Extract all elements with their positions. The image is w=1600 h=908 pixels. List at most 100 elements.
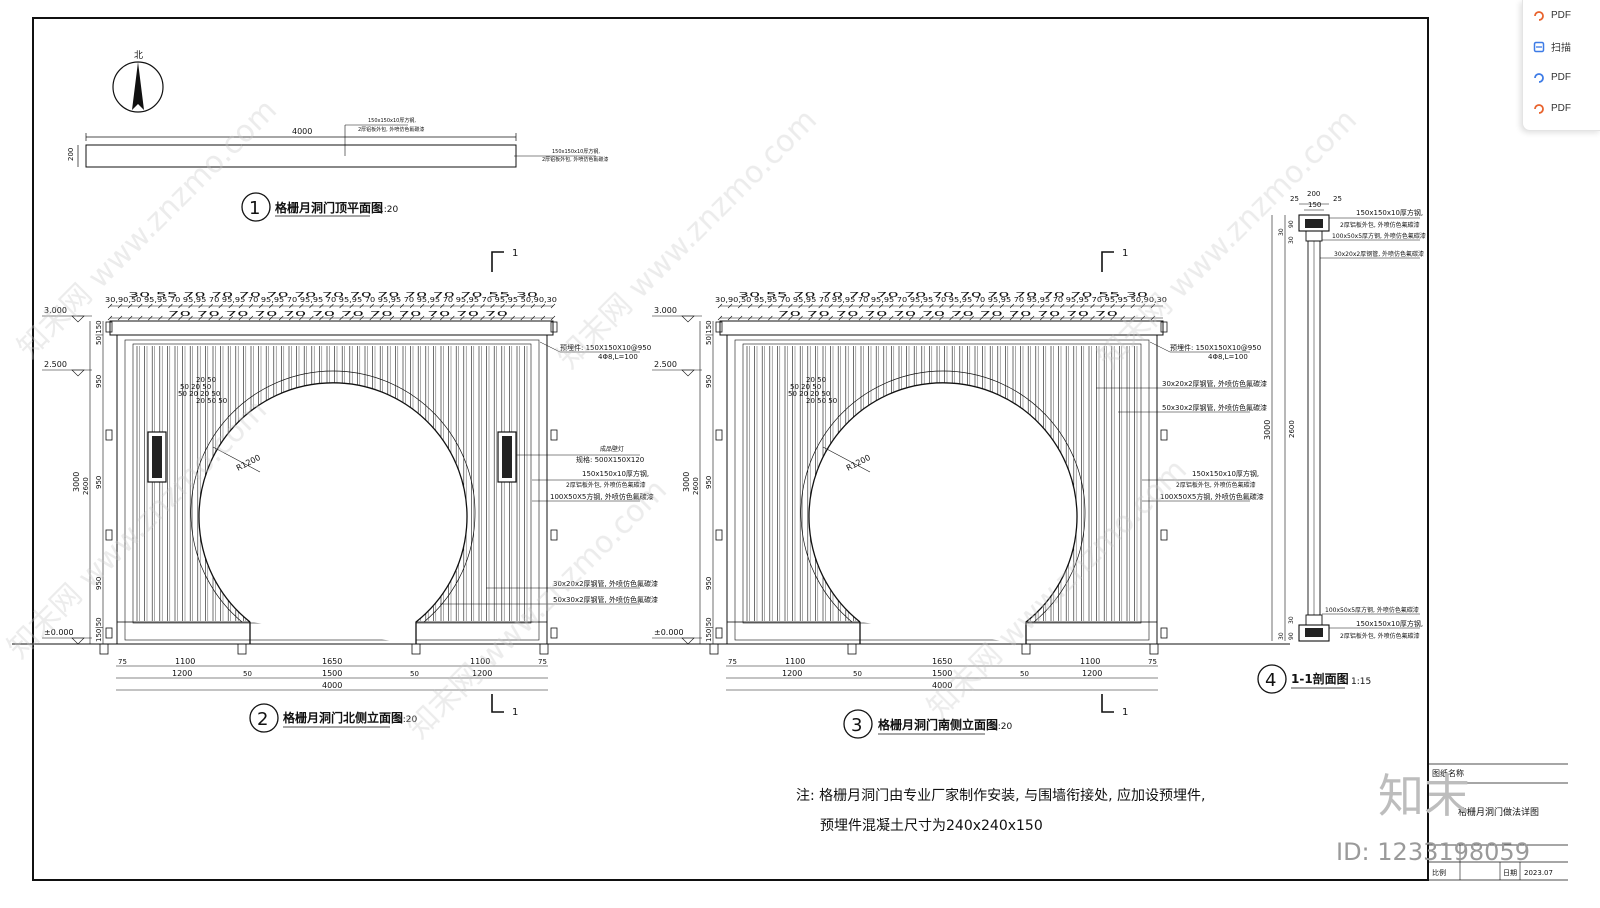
south-note-tube-2: 50x30x2厚钢管, 外喷仿色氟碳漆 <box>1162 403 1267 412</box>
dim-tick <box>1009 315 1015 321</box>
south-top-dims-1b: 30 55 70 70 70 70 70 70 70 70 70 70 70 5… <box>738 291 1148 299</box>
dim-tick <box>1110 315 1115 321</box>
side-item-pdf-2[interactable]: PDF <box>1523 62 1600 93</box>
dim-tick <box>949 315 954 321</box>
dim-tick <box>727 315 733 321</box>
dim-tick <box>258 303 264 309</box>
dim-tick <box>208 315 213 321</box>
dim-tick <box>717 303 723 309</box>
dim-tick <box>999 315 1005 321</box>
side-item-scan[interactable]: 扫描 <box>1523 31 1600 62</box>
dim-tick <box>888 315 894 321</box>
dim-tick <box>1130 303 1136 309</box>
south-left-dim-3: 2600 <box>692 477 700 495</box>
dim-tick <box>500 315 505 321</box>
pdf-tool-icon <box>1534 103 1544 114</box>
side-item-label: PDF <box>1551 10 1571 21</box>
dim-tick <box>1150 303 1156 309</box>
pdf-icon <box>1534 10 1544 21</box>
north-level-3000: 3.000 <box>44 306 67 315</box>
south-top-dims-2: 70 70 70 70 70 70 70 70 70 70 70 70 <box>778 310 1118 318</box>
dim-tick <box>107 315 113 321</box>
dim-tick <box>520 303 526 309</box>
north-bottom-dim-1650: 1650 <box>322 657 342 666</box>
south-note-steel-1: 150x150x10厚方钢, <box>1192 469 1259 478</box>
dim-tick <box>168 303 173 309</box>
south-bottom-dim-1200b: 1200 <box>1082 669 1102 678</box>
north-note-steel-2: 2厚铝板外包, 外喷仿色氟碳漆 <box>566 481 646 489</box>
dim-tick <box>848 303 854 309</box>
dim-tick <box>238 315 244 321</box>
section-scale: 1:15 <box>1351 677 1371 687</box>
north-arrow: 北 <box>112 50 164 113</box>
dim-tick <box>379 315 385 321</box>
plan-note-top-2: 2厚铝板外包, 外喷仿色氟碳漆 <box>358 126 424 133</box>
dim-tick <box>939 315 944 321</box>
north-left-dim-4: 950 <box>95 476 103 489</box>
north-level-marks: 3.000 2.500 ±0.000 <box>42 306 92 645</box>
north-left-dim-6: 150|50 <box>95 617 103 642</box>
title-block-label-name: 图纸名称 <box>1432 768 1464 778</box>
dim-tick <box>248 303 254 309</box>
north-arch-dim-1: 20 50 <box>196 376 216 384</box>
dim-tick <box>460 303 465 309</box>
dim-tick <box>550 315 556 321</box>
section-note-1: 150x150x10厚方钢, <box>1356 208 1423 217</box>
dim-tick <box>1120 315 1125 321</box>
dim-tick <box>460 315 465 321</box>
north-top-dims-1b: 30 55 70 70 70 70 70 70 70 70 70 70 70 5… <box>128 291 538 299</box>
dim-tick <box>959 303 964 309</box>
dim-tick <box>490 315 495 321</box>
dim-tick <box>218 315 223 321</box>
dim-tick <box>888 303 894 309</box>
side-item-pdf-1[interactable]: PDF <box>1523 0 1600 31</box>
south-left-dim-1: 50|150 <box>705 320 713 345</box>
dim-tick <box>808 315 813 321</box>
dim-tick <box>349 315 354 321</box>
south-bottom-dim-1100b: 1100 <box>1080 657 1100 666</box>
north-top-dims-2: 70 70 70 70 70 70 70 70 70 70 70 70 <box>168 310 508 318</box>
dim-tick <box>1140 303 1146 309</box>
dim-tick <box>419 315 425 321</box>
dim-tick <box>1060 315 1065 321</box>
dim-tick <box>389 303 395 309</box>
dim-tick <box>429 303 435 309</box>
dim-tick <box>107 303 113 309</box>
dim-tick <box>788 315 793 321</box>
section-title-num: 4 <box>1265 670 1276 691</box>
dim-tick <box>440 303 445 309</box>
dim-tick <box>1150 315 1156 321</box>
dim-tick <box>1009 303 1015 309</box>
dim-tick <box>828 315 833 321</box>
south-left-dim-total: 3000 <box>682 472 691 492</box>
dim-tick <box>959 315 964 321</box>
dim-tick <box>399 315 405 321</box>
dim-tick <box>450 303 455 309</box>
dim-tick <box>1029 303 1035 309</box>
plan-title-text: 格栅月洞门顶平面图 <box>275 200 383 215</box>
south-bottom-dim-50b: 50 <box>1020 670 1029 678</box>
dim-tick <box>808 303 813 309</box>
south-bottom-dim-4000: 4000 <box>932 681 952 690</box>
north-bottom-dim-50a: 50 <box>243 670 252 678</box>
dim-tick <box>329 315 334 321</box>
north-notes: 预埋件: 150X150X10@950 4Φ8,L=100 成品壁灯 规格: 5… <box>440 341 658 605</box>
dim-tick <box>989 315 995 321</box>
dim-tick <box>858 315 864 321</box>
dim-tick <box>979 315 984 321</box>
general-note-line-2: 预埋件混凝土尺寸为240x240x150 <box>820 818 1043 834</box>
section-left-2600: 2600 <box>1288 420 1296 438</box>
dim-tick <box>919 315 924 321</box>
dim-tick <box>989 303 995 309</box>
dim-tick <box>127 303 133 309</box>
dim-tick <box>450 315 455 321</box>
section-left-30b: 30 <box>1288 236 1295 244</box>
section-title-text: 1-1剖面图 <box>1291 671 1349 686</box>
north-note-lamp-size: 规格: 500X150X120 <box>576 455 644 464</box>
side-item-pdf-3[interactable]: PDF <box>1523 93 1600 124</box>
dim-tick <box>778 303 783 309</box>
dim-tick <box>440 315 445 321</box>
dim-tick <box>1050 315 1055 321</box>
dim-tick <box>1039 315 1045 321</box>
